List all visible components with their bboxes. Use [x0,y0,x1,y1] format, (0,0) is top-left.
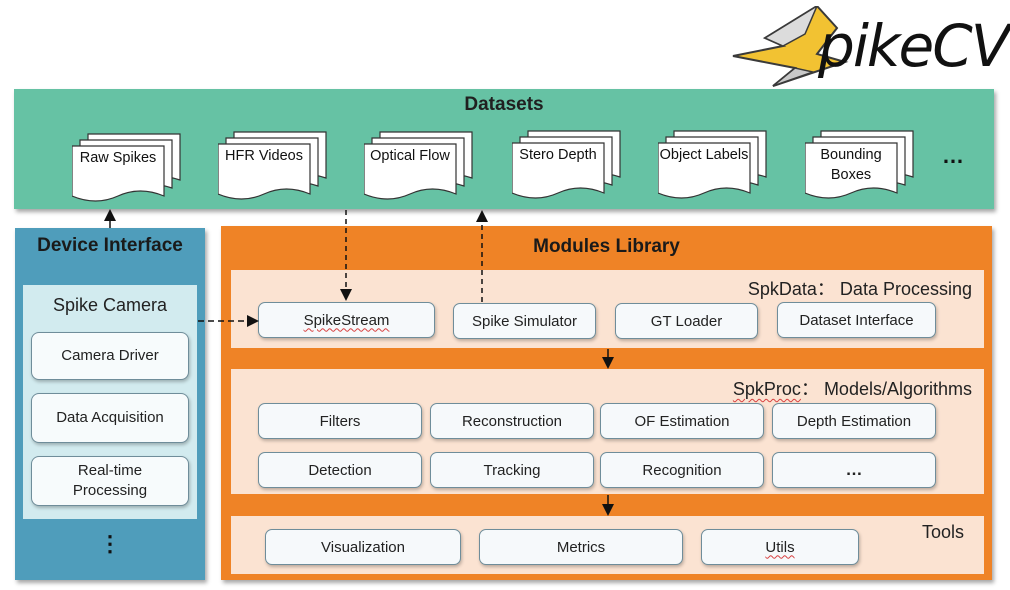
tools-title: Tools [921,522,964,542]
modules-library-section: Modules Library SpkData： Data Processing… [221,226,992,580]
dataset-label: Bounding Boxes [820,147,882,183]
more-algorithms-button[interactable]: … [772,452,936,488]
document-stack-icon [218,131,327,200]
dataset-optical-flow[interactable]: Optical Flow [364,130,474,206]
document-stack-icon [805,130,914,199]
spkproc-panel: SpkProc： Models/Algorithms Filters Recon… [231,369,984,494]
dataset-raw-spikes[interactable]: Raw Spikes [72,132,182,208]
recognition-button[interactable]: Recognition [600,452,764,488]
visualization-button[interactable]: Visualization [265,529,461,565]
reconstruction-button[interactable]: Reconstruction [430,403,594,439]
spike-camera-group: Spike Camera Camera Driver Data Acquisit… [23,285,197,519]
datasets-more: … [942,143,964,168]
document-stack-icon [364,131,473,200]
dataset-interface-button[interactable]: Dataset Interface [777,302,936,338]
tools-panel: Tools Visualization Metrics Utils [231,516,984,574]
realtime-processing-button[interactable]: Real-time Processing [31,456,189,506]
spike-camera-title: Spike Camera [52,295,168,315]
spkproc-title: SpkProc： Models/Algorithms [732,379,972,399]
of-estimation-button[interactable]: OF Estimation [600,403,764,439]
utils-button[interactable]: Utils [701,529,859,565]
document-stack-icon [72,133,181,202]
device-more: ⋮ [99,531,121,556]
logo-wordmark: pikeCV [818,12,1010,80]
data-acquisition-button[interactable]: Data Acquisition [31,393,189,443]
spikecv-logo [725,4,1010,124]
spike-simulator-button[interactable]: Spike Simulator [453,303,596,339]
spkdata-title: SpkData： Data Processing [747,279,972,299]
dataset-bounding-boxes[interactable]: Bounding Boxes [805,129,915,205]
modules-library-title: Modules Library [533,236,680,257]
document-stack-icon [658,130,767,199]
detection-button[interactable]: Detection [258,452,422,488]
document-stack-icon [512,130,621,199]
dataset-label: Stero Depth [519,147,597,163]
spkdata-panel: SpkData： Data Processing SpikeStream Spi… [231,270,984,348]
device-interface-title: Device Interface [37,235,183,256]
lightning-icon [732,4,849,87]
dataset-object-labels[interactable]: Object Labels [658,129,768,205]
tracking-button[interactable]: Tracking [430,452,594,488]
dataset-label: Raw Spikes [79,150,157,166]
camera-driver-button[interactable]: Camera Driver [31,332,189,380]
gt-loader-button[interactable]: GT Loader [615,303,758,339]
dataset-label: HFR Videos [225,148,303,164]
dataset-label: Object Labels [659,147,749,163]
metrics-button[interactable]: Metrics [479,529,683,565]
dataset-label: Optical Flow [370,148,450,164]
dataset-hfr-videos[interactable]: HFR Videos [218,130,328,206]
device-interface-section: Device Interface Spike Camera Camera Dri… [15,228,205,580]
depth-estimation-button[interactable]: Depth Estimation [772,403,936,439]
datasets-title: Datasets [464,94,544,115]
filters-button[interactable]: Filters [258,403,422,439]
dataset-stero-depth[interactable]: Stero Depth [512,129,622,205]
